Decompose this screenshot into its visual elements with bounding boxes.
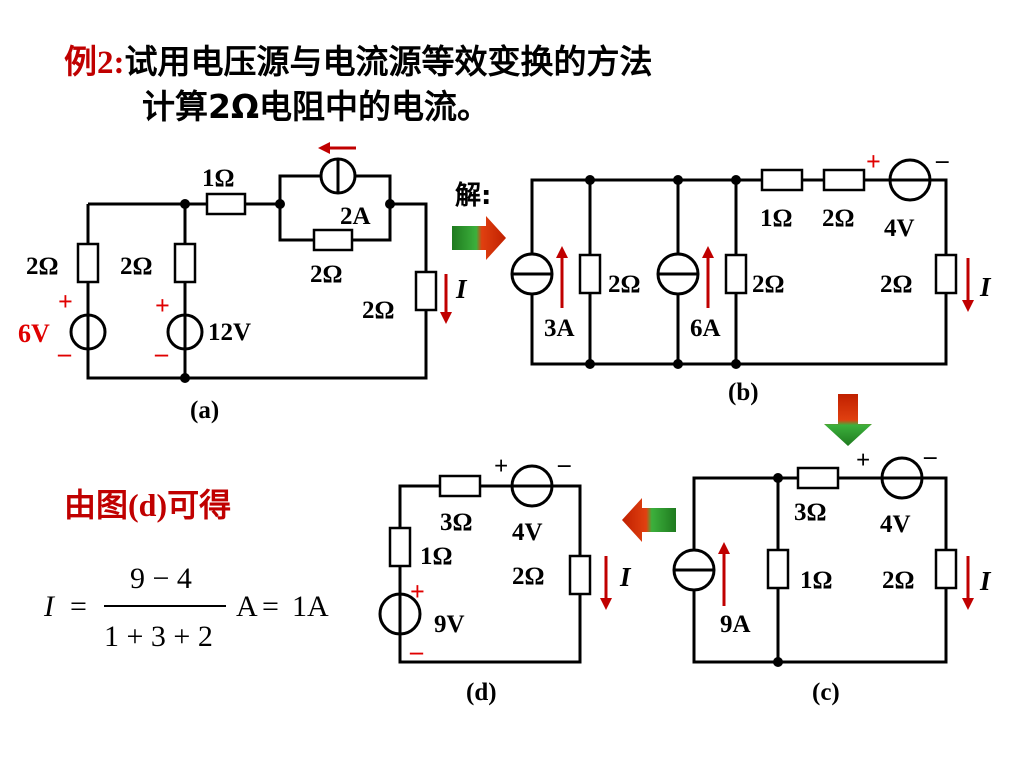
title-line-2: 计算2Ω电阻中的电流。 <box>142 87 491 126</box>
a-label-current: I <box>455 274 468 304</box>
c-minus: – <box>923 443 937 470</box>
a-resistor-parallel <box>312 228 354 252</box>
d-caption: (d) <box>466 679 497 706</box>
formula-eq2: = <box>262 590 279 623</box>
formula-denominator: 1 + 3 + 2 <box>104 620 213 653</box>
c-label-4v: 4V <box>880 511 911 538</box>
c-caption: (c) <box>812 679 840 706</box>
formula-unit: A <box>236 590 258 623</box>
d-label-r1: 1Ω <box>420 543 453 570</box>
solution-label: 解: <box>455 181 491 211</box>
a-label-r-left: 2Ω <box>26 253 59 280</box>
d-label-r-series: 3Ω <box>440 509 473 536</box>
d-resistor-1 <box>388 526 412 568</box>
b-resistor-1 <box>578 253 602 295</box>
b-label-r1: 2Ω <box>608 271 641 298</box>
b-resistor-series-1 <box>760 168 804 192</box>
formula-eq1: = <box>70 590 87 623</box>
d-minus-9v: – <box>409 637 424 666</box>
problem-title: 例2:试用电压源与电流源等效变换的方法 计算2Ω电阻中的电流。 <box>64 40 653 129</box>
b-label-6a: 6A <box>690 315 721 342</box>
b-label-3a: 3A <box>544 315 575 342</box>
d-minus-4v: – <box>557 451 571 478</box>
circuit-d: + – 3Ω 4V 1Ω 2Ω I + 9V – (d) <box>378 451 632 706</box>
conclusion-suffix: 可得 <box>167 486 232 524</box>
b-plus: + <box>866 147 881 176</box>
d-label-9v: 9V <box>434 611 465 638</box>
c-label-r-load: 2Ω <box>882 567 915 594</box>
d-plus-9v: + <box>410 577 425 606</box>
title-line-1: 试用电压源与电流源等效变换的方法 <box>124 42 653 81</box>
b-label-r2: 2Ω <box>752 271 785 298</box>
b-resistor-2 <box>724 253 748 295</box>
circuit-b: + – 1Ω 2Ω 4V 2Ω 2Ω 2Ω I 3A 6A (b) <box>510 147 992 406</box>
d-label-r-load: 2Ω <box>512 563 545 590</box>
a-resistor-mid <box>173 242 197 284</box>
a-label-2a: 2A <box>340 203 371 230</box>
c-label-r-shunt: 1Ω <box>800 567 833 594</box>
b-minus: – <box>935 147 949 174</box>
d-plus-4v: + <box>494 453 508 480</box>
a-label-r-top: 1Ω <box>202 165 235 192</box>
arrow-left-icon <box>622 498 676 542</box>
c-resistor-load <box>934 548 958 590</box>
a-label-12v: 12V <box>208 319 251 346</box>
formula-numerator: 9 − 4 <box>130 562 192 595</box>
a-resistor-load <box>414 270 438 312</box>
arrow-right-icon <box>452 216 506 260</box>
result-formula: I = 9 − 4 1 + 3 + 2 A = 1A <box>43 562 329 653</box>
a-minus-mid: – <box>154 339 169 368</box>
b-label-current: I <box>979 272 992 302</box>
a-label-r-mid: 2Ω <box>120 253 153 280</box>
circuit-a: 1Ω 2A 2Ω 2Ω 2Ω 2Ω I + – 6V + – 12V (a) <box>18 142 468 424</box>
formula-lhs: I <box>43 590 56 623</box>
c-label-current: I <box>979 566 992 596</box>
a-plus-left: + <box>58 287 73 316</box>
b-label-r-series-2: 2Ω <box>822 205 855 232</box>
b-resistor-load <box>934 253 958 295</box>
a-caption: (a) <box>190 397 219 424</box>
b-label-r-series-1: 1Ω <box>760 205 793 232</box>
d-resistor-series <box>438 474 482 498</box>
conclusion-ref: (d) <box>128 487 168 523</box>
b-resistor-series-2 <box>822 168 866 192</box>
d-label-4v: 4V <box>512 519 543 546</box>
a-label-6v: 6V <box>18 319 50 348</box>
d-resistor-load <box>568 554 592 596</box>
a-resistor-top <box>205 192 247 216</box>
a-plus-mid: + <box>155 291 170 320</box>
b-label-r-load: 2Ω <box>880 271 913 298</box>
formula-result: 1A <box>292 590 329 623</box>
a-label-r-load: 2Ω <box>362 297 395 324</box>
c-label-9a: 9A <box>720 611 751 638</box>
c-resistor-series <box>796 466 840 490</box>
arrow-down-icon <box>824 394 872 446</box>
b-caption: (b) <box>728 379 759 406</box>
example-label: 例2: <box>64 45 125 81</box>
b-label-4v: 4V <box>884 215 915 242</box>
c-plus: + <box>856 447 870 474</box>
c-resistor-shunt <box>766 548 790 590</box>
conclusion-prefix: 由图 <box>64 486 129 524</box>
d-label-current: I <box>619 562 632 592</box>
a-minus-left: – <box>57 339 72 368</box>
conclusion-text: 由图(d)可得 <box>64 480 231 526</box>
a-label-r-parallel: 2Ω <box>310 261 343 288</box>
a-resistor-left <box>76 242 100 284</box>
c-label-r-series: 3Ω <box>794 499 827 526</box>
circuit-c: + – 3Ω 4V 1Ω 2Ω I 9A (c) <box>672 443 992 706</box>
